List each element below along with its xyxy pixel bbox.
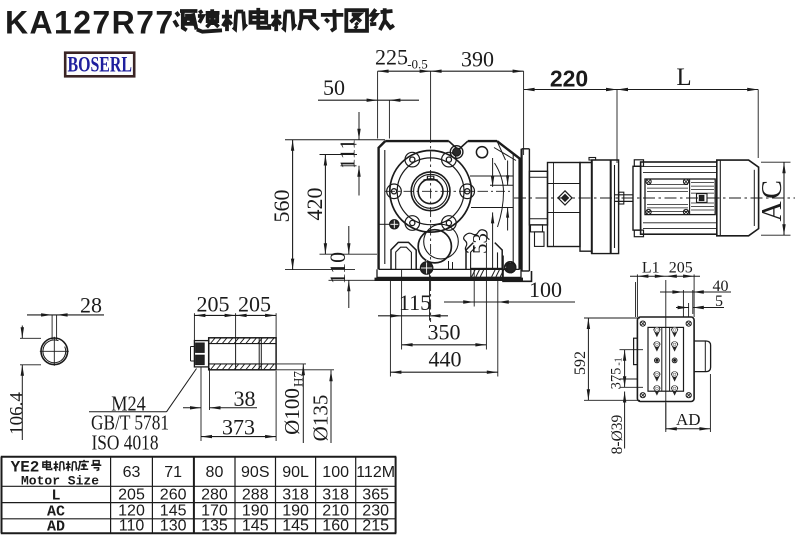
svg-text:80: 80: [206, 464, 224, 481]
svg-text:106.4: 106.4: [7, 392, 28, 435]
svg-text:5: 5: [715, 293, 723, 310]
svg-text:190: 190: [242, 503, 269, 520]
svg-text:145: 145: [242, 518, 269, 535]
svg-text:90L: 90L: [282, 464, 309, 481]
svg-text:120: 120: [118, 503, 145, 520]
svg-text:280: 280: [201, 487, 228, 504]
svg-text:40: 40: [713, 278, 729, 295]
svg-text:205: 205: [118, 487, 145, 504]
svg-text:BOSERL: BOSERL: [68, 52, 133, 77]
svg-text:135: 135: [201, 518, 228, 535]
svg-text:100: 100: [322, 464, 349, 481]
svg-text:AC: AC: [47, 504, 65, 521]
svg-text:ISO 4018: ISO 4018: [92, 431, 159, 455]
svg-text:YE2: YE2: [11, 459, 40, 477]
svg-text:230: 230: [362, 503, 389, 520]
svg-text:L: L: [676, 64, 691, 91]
svg-text:210: 210: [322, 503, 349, 520]
svg-text:90S: 90S: [241, 464, 269, 481]
svg-text:111: 111: [336, 139, 360, 169]
svg-text:130: 130: [160, 518, 187, 535]
svg-text:-1: -1: [614, 357, 625, 365]
svg-text:H7: H7: [291, 371, 306, 387]
svg-text:AD: AD: [676, 410, 701, 429]
svg-text:160: 160: [322, 518, 349, 535]
svg-text:L: L: [52, 488, 61, 505]
svg-text:390: 390: [461, 47, 494, 72]
svg-text:Motor Size: Motor Size: [21, 474, 99, 489]
svg-text:Ø100: Ø100: [280, 388, 304, 435]
svg-text:220: 220: [550, 66, 588, 92]
svg-text:115: 115: [399, 290, 431, 315]
svg-text:53: 53: [468, 233, 492, 254]
svg-text:110: 110: [325, 252, 350, 284]
svg-text:145: 145: [282, 518, 309, 535]
svg-text:350: 350: [428, 320, 461, 345]
svg-text:440: 440: [429, 347, 462, 372]
svg-text:8-Ø39: 8-Ø39: [609, 414, 626, 454]
svg-text:375: 375: [609, 368, 625, 390]
svg-text:AD: AD: [47, 519, 65, 535]
svg-text:288: 288: [242, 487, 269, 504]
svg-text:-0.5: -0.5: [407, 57, 428, 72]
svg-text:38: 38: [234, 386, 256, 411]
svg-text:225: 225: [375, 45, 408, 70]
svg-text:112M: 112M: [356, 464, 395, 481]
svg-text:365: 365: [362, 487, 389, 504]
svg-text:260: 260: [160, 487, 187, 504]
svg-text:205: 205: [238, 292, 271, 317]
svg-text:215: 215: [362, 518, 389, 535]
svg-text:420: 420: [302, 188, 327, 221]
svg-text:373: 373: [222, 415, 255, 440]
svg-text:100: 100: [529, 277, 562, 302]
svg-text:318: 318: [322, 487, 349, 504]
svg-text:GB/T 5781: GB/T 5781: [91, 411, 169, 435]
svg-text:205: 205: [197, 292, 230, 317]
svg-text:50: 50: [323, 75, 345, 100]
svg-text:KA127R77: KA127R77: [5, 5, 175, 41]
svg-text:28: 28: [80, 293, 102, 318]
svg-text:560: 560: [269, 190, 294, 223]
svg-text:71: 71: [164, 464, 182, 481]
svg-text:110: 110: [119, 518, 145, 535]
svg-text:205: 205: [669, 260, 693, 277]
svg-text:592: 592: [572, 351, 589, 375]
svg-text:145: 145: [160, 503, 187, 520]
svg-text:L1: L1: [642, 260, 660, 277]
svg-text:170: 170: [201, 503, 228, 520]
svg-text:AC: AC: [757, 178, 788, 222]
svg-text:318: 318: [282, 487, 309, 504]
svg-text:190: 190: [282, 503, 309, 520]
svg-text:Ø135: Ø135: [309, 395, 333, 442]
svg-text:63: 63: [123, 464, 141, 481]
